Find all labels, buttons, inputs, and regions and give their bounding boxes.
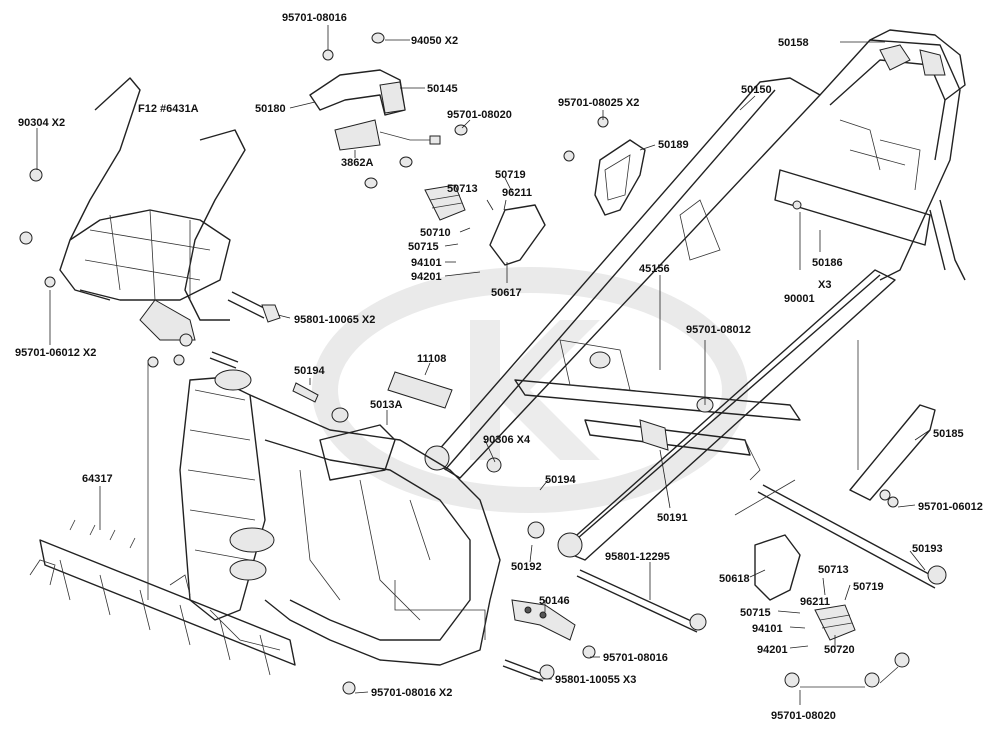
label-64317: 64317 (82, 473, 113, 485)
label-x3: X3 (818, 279, 831, 291)
label-94201: 94201 (411, 271, 442, 283)
label-90304: 90304 X2 (18, 117, 65, 129)
label-50715-b: 50715 (740, 607, 771, 619)
label-11108: 11108 (417, 353, 446, 365)
label-50719-b: 50719 (853, 581, 884, 593)
label-95701-08016: 95701-08016 (282, 12, 347, 24)
label-90306: 90306 X4 (483, 434, 531, 446)
label-50150: 50150 (741, 84, 772, 96)
label-96211-b: 96211 (800, 596, 830, 608)
label-50158: 50158 (778, 37, 809, 49)
bracket-50185 (849, 404, 936, 501)
label-94201-b: 94201 (757, 644, 788, 656)
label-95701-08025: 95701-08025 X2 (558, 97, 639, 109)
label-3862a: 3862A (341, 157, 373, 169)
label-95801-10055: 95801-10055 X3 (555, 674, 636, 686)
label-95701-06012-x2: 95701-06012 X2 (15, 347, 96, 359)
label-50146: 50146 (539, 595, 570, 607)
label-45156: 45156 (639, 263, 670, 275)
footrest-bracket-50617 (424, 184, 546, 266)
bracket-50189 (594, 139, 646, 216)
label-96211: 96211 (502, 187, 532, 199)
label-95701-08016-b: 95701-08016 (603, 652, 668, 664)
label-90001: 90001 (784, 293, 815, 305)
label-50713-b: 50713 (818, 564, 849, 576)
label-50145: 50145 (427, 83, 458, 95)
label-95701-08016-x2: 95701-08016 X2 (371, 687, 452, 699)
label-95801-12295: 95801-12295 (605, 551, 670, 563)
label-50192: 50192 (511, 561, 542, 573)
label-50720: 50720 (824, 644, 855, 656)
label-50189: 50189 (658, 139, 689, 151)
label-50193: 50193 (912, 543, 943, 555)
label-50617: 50617 (491, 287, 522, 299)
front-frame-section (29, 369, 576, 676)
label-50719: 50719 (495, 169, 526, 181)
main-frame-50150 (424, 29, 966, 561)
label-f12: F12 #6431A (138, 103, 199, 115)
label-50186: 50186 (812, 257, 843, 269)
label-95701-06012: 95701-06012 (918, 501, 983, 513)
label-50191: 50191 (657, 512, 688, 524)
label-5013a: 5013A (370, 399, 402, 411)
headlight-bracket-f12 (59, 77, 246, 347)
watermark-logo (312, 267, 748, 513)
label-95701-08020: 95701-08020 (447, 109, 512, 121)
label-50618: 50618 (719, 573, 750, 585)
fasteners (19, 32, 910, 695)
label-50713: 50713 (447, 183, 478, 195)
label-95701-08020-b: 95701-08020 (771, 710, 836, 722)
long-bolts (209, 291, 947, 682)
label-50194-b: 50194 (545, 474, 576, 486)
label-94101-b: 94101 (752, 623, 783, 635)
label-50180: 50180 (255, 103, 286, 115)
part-labels: 95701-08016 94050 X2 50180 50145 95701-0… (15, 12, 983, 722)
label-94050: 94050 X2 (411, 35, 458, 47)
leader-lines (36, 25, 931, 705)
footrest-bracket-50618 (754, 534, 856, 641)
label-50715: 50715 (408, 241, 439, 253)
label-95701-08012: 95701-08012 (686, 324, 751, 336)
label-95801-10065: 95801-10065 X2 (294, 314, 375, 326)
label-94101: 94101 (411, 257, 442, 269)
bracket-50145-assembly (309, 69, 441, 151)
label-50194-a: 50194 (294, 365, 325, 377)
label-50710: 50710 (420, 227, 451, 239)
label-50185: 50185 (933, 428, 964, 440)
